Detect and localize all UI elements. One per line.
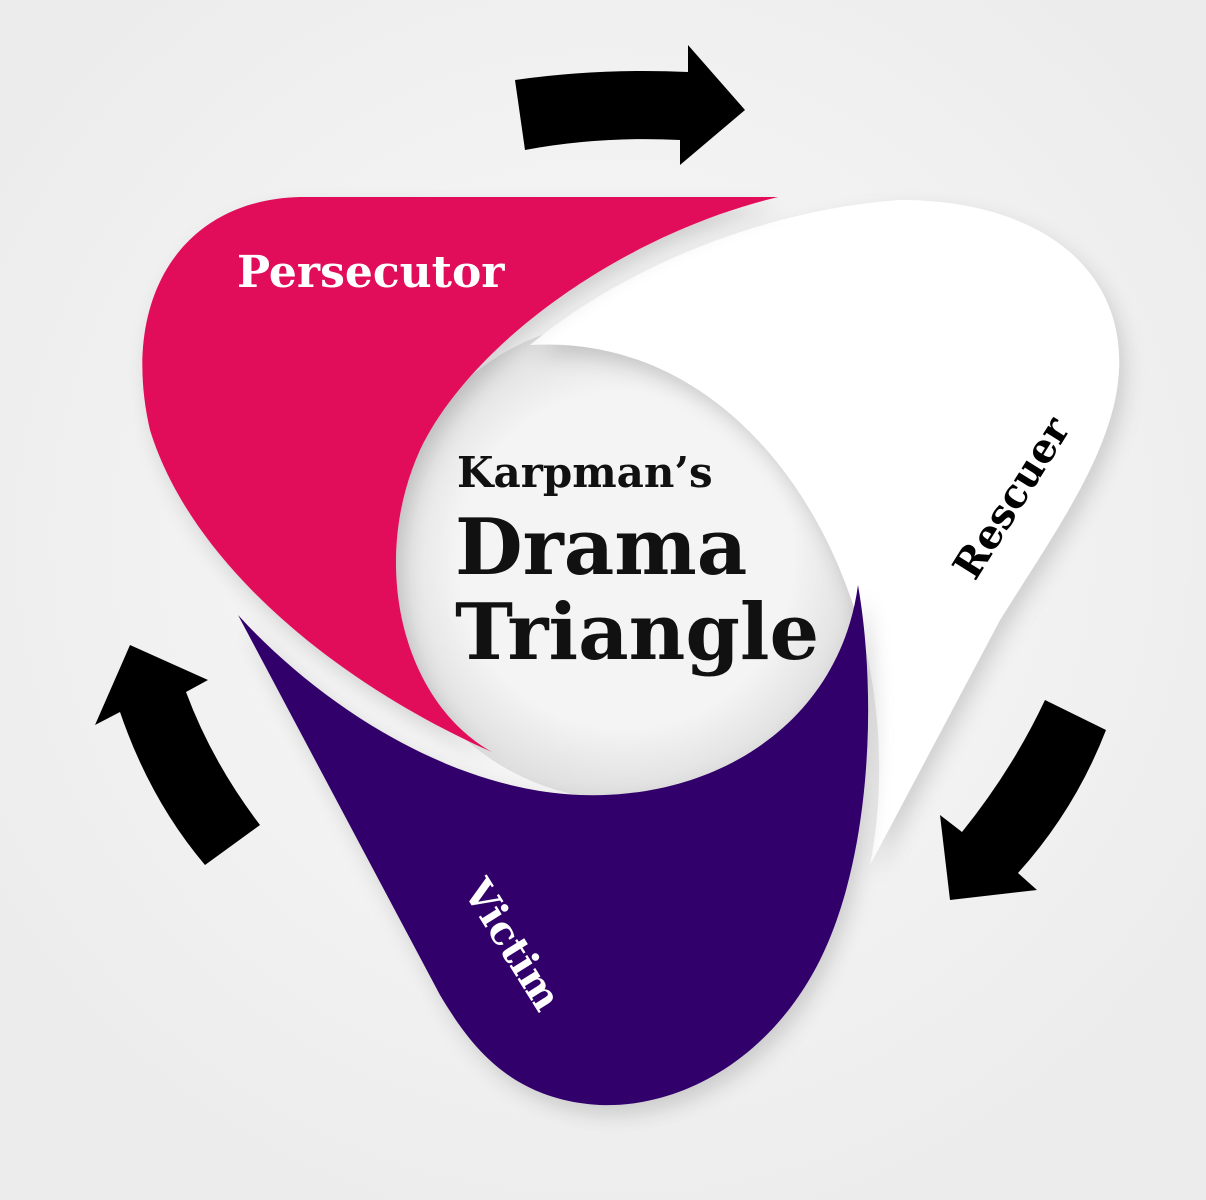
persecutor-label: Persecutor bbox=[237, 247, 505, 298]
title-line-3: Triangle bbox=[455, 587, 819, 678]
title-line-2: Drama bbox=[455, 502, 747, 593]
victim-segment bbox=[238, 585, 869, 1106]
arrow-right-down-icon bbox=[940, 700, 1106, 900]
persecutor-segment bbox=[142, 197, 778, 752]
rescuer-segment bbox=[530, 200, 1120, 865]
title-line-1: Karpman’s bbox=[457, 448, 713, 497]
arrow-top-right-icon bbox=[515, 45, 745, 165]
arrow-left-up-icon bbox=[95, 645, 260, 865]
center-circle bbox=[385, 320, 865, 800]
